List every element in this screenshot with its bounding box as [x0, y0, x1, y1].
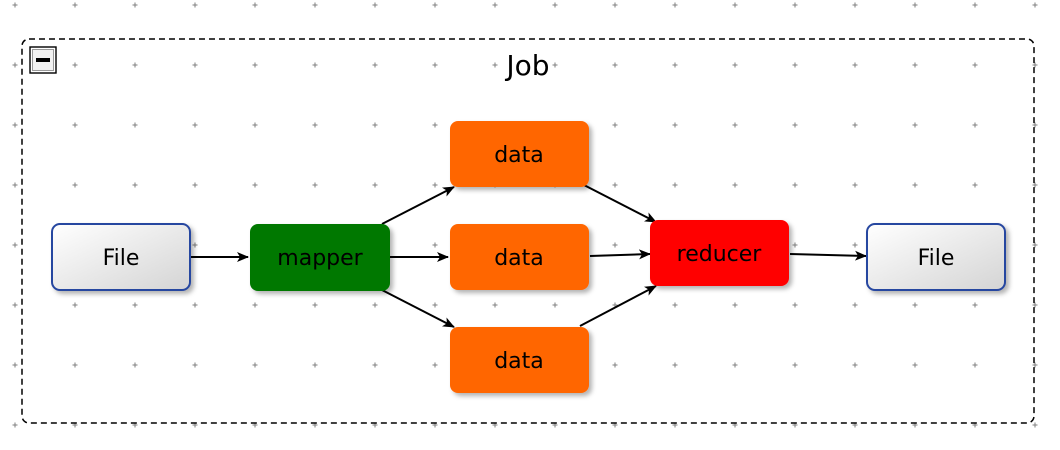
- node-reducer[interactable]: reducer: [650, 220, 789, 286]
- collapse-button[interactable]: [29, 46, 57, 74]
- node-data-top[interactable]: data: [450, 121, 589, 187]
- collapse-minus-icon: [36, 58, 50, 62]
- node-data-middle[interactable]: data: [450, 224, 589, 290]
- edge-layer: [190, 183, 867, 328]
- edge-reducer-to-file[interactable]: [789, 250, 867, 261]
- node-mapper[interactable]: mapper: [250, 224, 390, 291]
- node-label: data: [494, 246, 544, 271]
- node-file-input[interactable]: File: [51, 223, 191, 291]
- edge-mapper-to-data-top[interactable]: [381, 186, 455, 225]
- edge-mapper-to-data-bot[interactable]: [381, 289, 455, 328]
- node-file-output[interactable]: File: [866, 223, 1006, 291]
- node-label: File: [918, 246, 955, 271]
- node-label: File: [103, 246, 140, 271]
- node-data-bottom[interactable]: data: [450, 327, 589, 393]
- node-label: mapper: [277, 246, 363, 271]
- group-title: Job: [504, 49, 549, 82]
- node-label: reducer: [677, 242, 763, 267]
- node-label: data: [494, 349, 544, 374]
- edge-data-bot-to-reducer[interactable]: [579, 285, 657, 327]
- edge-data-mid-to-reducer[interactable]: [589, 249, 651, 260]
- edge-data-top-to-reducer[interactable]: [581, 183, 657, 223]
- group-container[interactable]: [21, 38, 1035, 424]
- node-label: data: [494, 143, 544, 168]
